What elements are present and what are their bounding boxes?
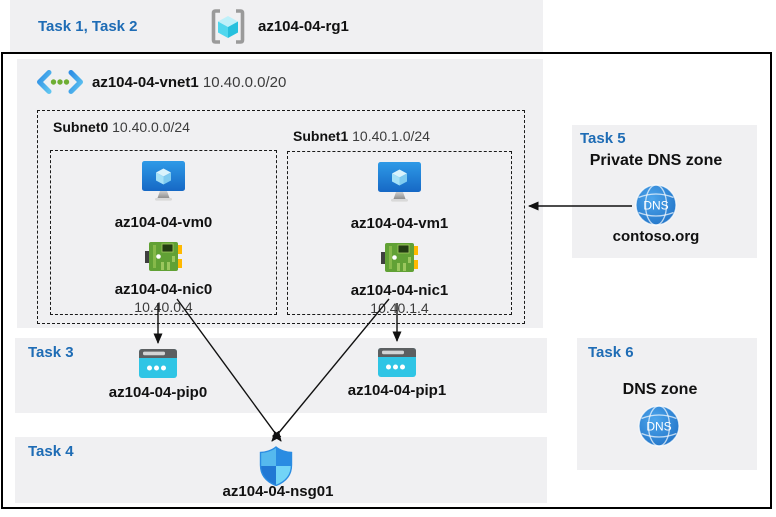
subnet0-label: Subnet0 10.40.0.0/24 <box>53 119 190 135</box>
network-interface-icon <box>145 239 182 279</box>
vnet-name: az104-04-vnet1 <box>92 74 199 91</box>
subnet0-cidr: 10.40.0.0/24 <box>112 119 190 135</box>
dns-icon-text: DNS <box>643 199 668 213</box>
task3-label: Task 3 <box>28 344 74 361</box>
pip1-name: az104-04-pip1 <box>347 382 447 399</box>
task6-label: Task 6 <box>588 344 634 361</box>
subnet0-name: Subnet0 <box>53 119 109 135</box>
virtual-network-icon <box>37 70 83 99</box>
virtual-machine-icon <box>377 161 422 208</box>
subnet1-label: Subnet1 10.40.1.0/24 <box>293 128 430 144</box>
dns-icon-text: DNS <box>646 420 671 434</box>
subnet0-box: az104-04-vm0 az104-04-nic0 10.40.0.4 <box>50 150 277 315</box>
resource-group-name: az104-04-rg1 <box>258 18 349 35</box>
vnet-label: az104-04-vnet1 10.40.0.0/20 <box>92 74 286 91</box>
task3-band <box>15 338 547 413</box>
dns-zone-icon: DNS <box>637 405 681 452</box>
private-dns-zone-name: contoso.org <box>612 228 700 245</box>
network-interface-icon <box>381 240 418 280</box>
network-security-group-icon <box>258 446 294 491</box>
nic0-name: az104-04-nic0 <box>114 281 213 298</box>
virtual-machine-icon <box>141 160 186 207</box>
vm1-name: az104-04-vm1 <box>350 215 449 232</box>
nic1-ip: 10.40.1.4 <box>370 300 429 316</box>
vnet-cidr: 10.40.0.0/20 <box>202 74 287 91</box>
dns-zone-title: DNS zone <box>622 381 698 398</box>
subnet1-name: Subnet1 <box>293 128 349 144</box>
public-ip-icon <box>139 349 177 383</box>
private-dns-zone-icon: DNS <box>634 184 678 231</box>
task-1-2-label: Task 1, Task 2 <box>38 18 138 35</box>
resource-group-band: Task 1, Task 2 az104-04-rg1 <box>10 0 543 52</box>
private-dns-zone-title: Private DNS zone <box>589 152 723 169</box>
nsg-name: az104-04-nsg01 <box>222 483 334 500</box>
nic0-ip: 10.40.0.4 <box>134 299 193 315</box>
nic1-name: az104-04-nic1 <box>350 282 449 299</box>
vm0-name: az104-04-vm0 <box>114 214 213 231</box>
task5-label: Task 5 <box>580 130 626 147</box>
subnet1-cidr: 10.40.1.0/24 <box>352 128 430 144</box>
task6-box <box>577 338 757 470</box>
pip0-name: az104-04-pip0 <box>108 384 208 401</box>
vnet-panel <box>17 59 543 328</box>
public-ip-icon <box>378 348 416 382</box>
task4-label: Task 4 <box>28 443 74 460</box>
resource-group-icon <box>210 8 246 50</box>
subnet1-box: az104-04-vm1 az104-04-nic1 10.40.1.4 <box>287 151 512 316</box>
